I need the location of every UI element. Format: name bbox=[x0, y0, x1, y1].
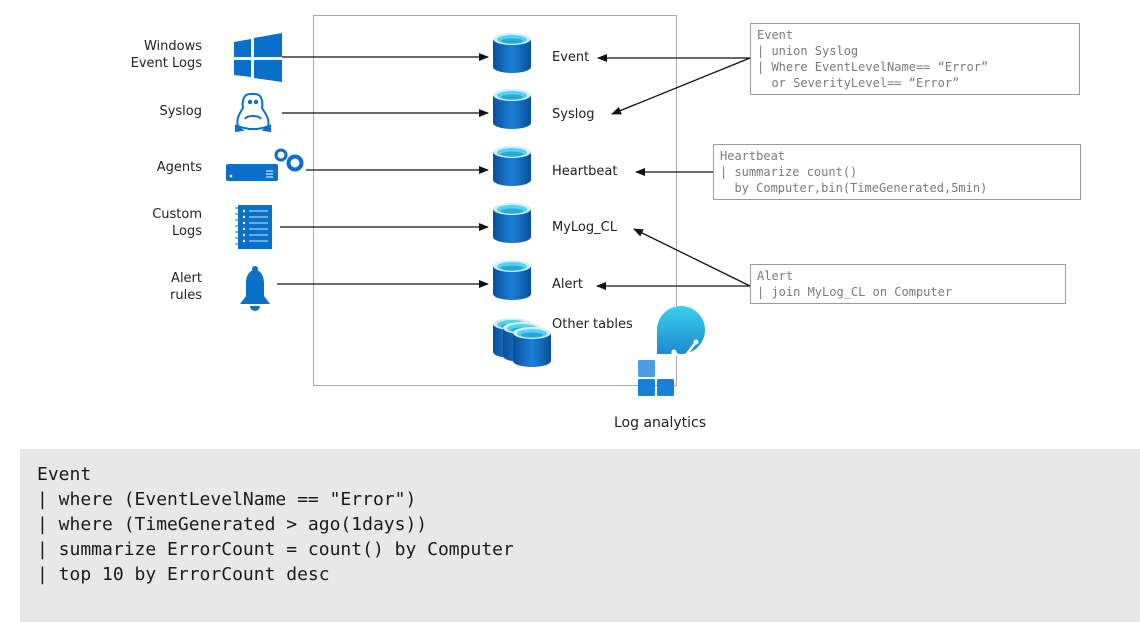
source-label-line: Agents bbox=[156, 160, 202, 175]
query-box-heartbeat: Heartbeat | summarize count() by Computer… bbox=[713, 144, 1081, 200]
query-line: Alert bbox=[757, 269, 794, 283]
server-gears-icon bbox=[226, 148, 304, 181]
query-line: | summarize count() bbox=[720, 165, 858, 179]
source-label-syslog: Syslog bbox=[82, 103, 202, 120]
source-label-custom-logs: Custom Logs bbox=[82, 206, 202, 240]
table-label-heartbeat: Heartbeat bbox=[552, 164, 618, 179]
query-line: Event bbox=[757, 28, 794, 42]
query-line: by Computer,bin(TimeGenerated,5min) bbox=[720, 181, 988, 195]
diagram-graphics bbox=[226, 33, 751, 396]
linux-penguin-icon bbox=[235, 93, 271, 133]
query-line: Heartbeat bbox=[720, 149, 786, 163]
database-cylinder-alert-icon bbox=[493, 260, 531, 300]
query-box-event-syslog: Event | union Syslog | Where EventLevelNam… bbox=[750, 23, 1080, 95]
source-label-agents: Agents bbox=[82, 159, 202, 176]
code-line: | where (TimeGenerated > ago(1days)) bbox=[37, 514, 428, 535]
table-label-mylog-cl: MyLog_CL bbox=[552, 220, 617, 235]
bell-icon bbox=[240, 266, 270, 311]
arrow-query-to-mylog bbox=[633, 228, 751, 287]
query-line: or SeverityLevel== “Error” bbox=[757, 76, 960, 90]
query-box-alert-join: Alert | join MyLog_CL on Computer bbox=[750, 264, 1066, 304]
database-cylinder-heartbeat-icon bbox=[493, 146, 531, 186]
log-analytics-icon bbox=[638, 306, 705, 396]
database-cylinder-event-icon bbox=[493, 33, 531, 73]
windows-icon bbox=[234, 33, 282, 82]
source-label-line: Alert bbox=[171, 271, 202, 286]
source-label-line: Logs bbox=[172, 224, 202, 239]
database-stack-other-tables-icon bbox=[493, 318, 551, 367]
code-line: Event bbox=[37, 464, 92, 485]
source-label-line: Windows bbox=[143, 39, 202, 54]
source-label-alert-rules: Alert rules bbox=[82, 270, 202, 304]
log-analytics-workspace-box bbox=[313, 15, 677, 386]
source-label-line: Syslog bbox=[159, 104, 202, 119]
code-line: | top 10 by ErrorCount desc bbox=[37, 564, 330, 585]
table-label-other-tables: Other tables bbox=[552, 317, 633, 332]
source-label-line: Custom bbox=[152, 207, 202, 222]
log-analytics-caption: Log analytics bbox=[614, 415, 707, 431]
source-label-windows-event-logs: Windows Event Logs bbox=[82, 38, 202, 72]
code-example-block bbox=[20, 449, 1140, 622]
arrow-query-to-syslog bbox=[611, 57, 751, 115]
notebook-icon bbox=[235, 205, 272, 249]
database-cylinder-syslog-icon bbox=[493, 89, 531, 129]
table-label-syslog: Syslog bbox=[552, 107, 595, 122]
source-label-line: Event Logs bbox=[130, 56, 202, 71]
query-line: | union Syslog bbox=[757, 44, 859, 58]
source-label-line: rules bbox=[170, 288, 202, 303]
code-line: | where (EventLevelName == "Error") bbox=[37, 489, 417, 510]
query-line: | Where EventLevelName== “Error” bbox=[757, 60, 989, 74]
database-cylinder-mylog-icon bbox=[493, 203, 531, 243]
code-line: | summarize ErrorCount = count() by Comp… bbox=[37, 539, 514, 560]
table-label-alert: Alert bbox=[552, 277, 583, 292]
query-line: | join MyLog_CL on Computer bbox=[757, 285, 953, 299]
table-label-event: Event bbox=[552, 50, 590, 65]
